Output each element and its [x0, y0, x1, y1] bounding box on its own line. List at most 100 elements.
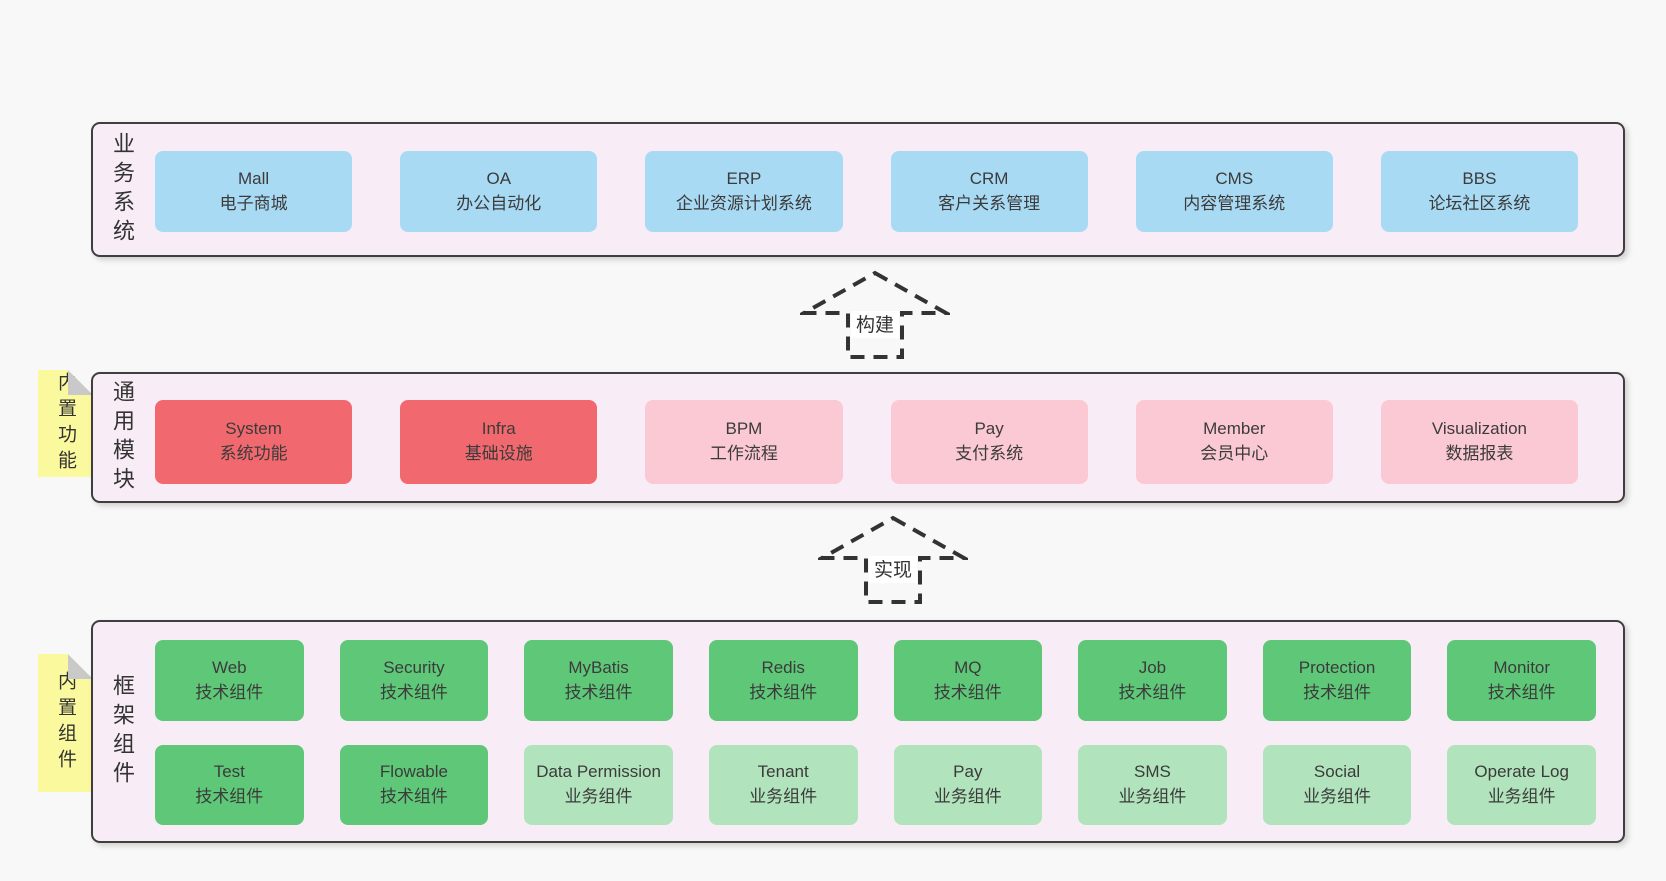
box-title: Monitor [1493, 657, 1551, 677]
box-subtitle: 业务组件 [1487, 787, 1556, 806]
box-subtitle: 技术组件 [195, 787, 264, 806]
box-subtitle: 技术组件 [564, 682, 633, 702]
box-title: Infra [481, 419, 516, 439]
box-title: BBS [1462, 168, 1497, 188]
arrow-label-background [851, 311, 899, 338]
box-subtitle: 业务组件 [1303, 787, 1372, 806]
box-subtitle: 企业资源计划系统 [675, 193, 812, 213]
box-title: Flowable [379, 762, 448, 782]
box-protection: Protection 技术组件 [1262, 640, 1412, 721]
sticky-note-built-in-components: 内置组件 [38, 654, 93, 792]
box-subtitle: 工作流程 [709, 444, 778, 463]
box-subtitle: 业务组件 [1118, 787, 1187, 806]
layer-label-common-modules: 通用模块 [110, 379, 135, 496]
box-subtitle: 技术组件 [1303, 682, 1372, 702]
box-subtitle: 业务组件 [933, 787, 1002, 806]
box-system: System 系统功能 [155, 400, 353, 484]
box-erp: ERP 企业资源计划系统 [645, 151, 843, 232]
box-redis: Redis 技术组件 [708, 640, 858, 721]
box-title: Social [1313, 762, 1361, 782]
box-subtitle: 系统功能 [219, 444, 288, 463]
sticky-note-label: 内置功能 [55, 371, 76, 476]
box-title: Visualization [1431, 419, 1528, 439]
box-subtitle: 技术组件 [379, 787, 448, 806]
layer-label-business-systems: 业务系统 [110, 131, 135, 248]
box-subtitle: 技术组件 [195, 682, 264, 702]
box-bbs: BBS 论坛社区系统 [1380, 151, 1579, 232]
box-mybatis: MyBatis 技术组件 [524, 640, 673, 721]
box-monitor: Monitor 技术组件 [1447, 640, 1596, 721]
box-title: Operate Log [1474, 762, 1569, 782]
box-title: BPM [725, 419, 763, 439]
arrow-label-background [869, 556, 917, 583]
arrow-label: 实现 [874, 559, 912, 581]
box-subtitle: 技术组件 [1487, 682, 1556, 702]
business-boxes-row: Mall 电子商城 OA 办公自动化 ERP 企业资源计划系统 CRM 客户关系… [155, 151, 1579, 232]
layer-business-systems: 业务系统 Mall 电子商城 OA 办公自动化 ERP 企业资源计划系统 CRM… [91, 122, 1625, 257]
box-mall: Mall 电子商城 [155, 151, 353, 232]
box-infra: Infra 基础设施 [400, 400, 598, 484]
box-pay-component: Pay 业务组件 [893, 745, 1043, 825]
up-block-arrow-icon [818, 515, 968, 604]
up-block-arrow-icon [800, 270, 950, 359]
box-title: MQ [954, 657, 982, 677]
sticky-note-built-in-features: 内置功能 [38, 370, 93, 477]
box-visualization: Visualization 数据报表 [1380, 400, 1579, 484]
box-pay-system: Pay 支付系统 [890, 400, 1088, 484]
biz-components-row: Test 技术组件 Flowable 技术组件 Data Permission … [155, 745, 1596, 825]
box-title: System [225, 419, 282, 439]
box-title: Data Permission [536, 762, 661, 782]
box-operate-log: Operate Log 业务组件 [1447, 745, 1596, 825]
box-title: OA [486, 168, 512, 188]
box-title: CMS [1215, 168, 1254, 188]
layer-framework-components: 框架组件 Web 技术组件 Security 技术组件 MyBatis 技术组件… [91, 620, 1625, 843]
sticky-note-label: 内置组件 [55, 671, 76, 775]
tech-components-row: Web 技术组件 Security 技术组件 MyBatis 技术组件 Redi… [155, 640, 1596, 721]
box-subtitle: 电子商城 [219, 193, 288, 213]
box-oa: OA 办公自动化 [400, 151, 598, 232]
box-subtitle: 内容管理系统 [1183, 193, 1286, 213]
box-title: Redis [761, 657, 805, 677]
box-flowable: Flowable 技术组件 [339, 745, 489, 825]
box-subtitle: 业务组件 [564, 787, 633, 806]
box-data-permission: Data Permission 业务组件 [524, 745, 673, 825]
box-subtitle: 支付系统 [955, 444, 1024, 463]
box-web: Web 技术组件 [155, 640, 304, 721]
box-title: Tenant [757, 762, 809, 782]
box-test: Test 技术组件 [155, 745, 304, 825]
box-title: Pay [953, 762, 983, 782]
box-cms: CMS 内容管理系统 [1135, 151, 1333, 232]
box-title: Test [213, 762, 245, 782]
box-subtitle: 数据报表 [1445, 444, 1514, 463]
box-subtitle: 办公自动化 [456, 193, 542, 213]
box-job: Job 技术组件 [1078, 640, 1227, 721]
box-subtitle: 技术组件 [933, 682, 1002, 702]
box-security: Security 技术组件 [339, 640, 489, 721]
box-title: SMS [1134, 762, 1171, 782]
box-mq: MQ 技术组件 [893, 640, 1043, 721]
box-subtitle: 客户关系管理 [938, 193, 1041, 213]
box-crm: CRM 客户关系管理 [890, 151, 1088, 232]
box-subtitle: 基础设施 [464, 444, 533, 463]
arrow-implement: 实现 [818, 515, 968, 604]
box-title: Member [1203, 419, 1266, 439]
box-sms: SMS 业务组件 [1078, 745, 1227, 825]
box-subtitle: 技术组件 [1118, 682, 1187, 702]
box-title: MyBatis [568, 657, 629, 677]
box-subtitle: 技术组件 [379, 682, 448, 702]
box-subtitle: 会员中心 [1200, 444, 1269, 463]
box-member: Member 会员中心 [1135, 400, 1333, 484]
box-social: Social 业务组件 [1262, 745, 1412, 825]
box-title: Pay [974, 419, 1004, 439]
box-title: CRM [969, 168, 1009, 188]
box-title: Security [383, 657, 445, 677]
box-title: Protection [1298, 657, 1376, 677]
box-title: Job [1138, 657, 1167, 677]
box-title: ERP [726, 168, 762, 188]
arrow-label: 构建 [856, 314, 894, 336]
box-title: Mall [238, 168, 270, 188]
box-subtitle: 技术组件 [749, 682, 818, 702]
module-boxes-row: System 系统功能 Infra 基础设施 BPM 工作流程 Pay 支付系统… [155, 400, 1579, 484]
layer-label-framework-components: 框架组件 [110, 673, 135, 790]
